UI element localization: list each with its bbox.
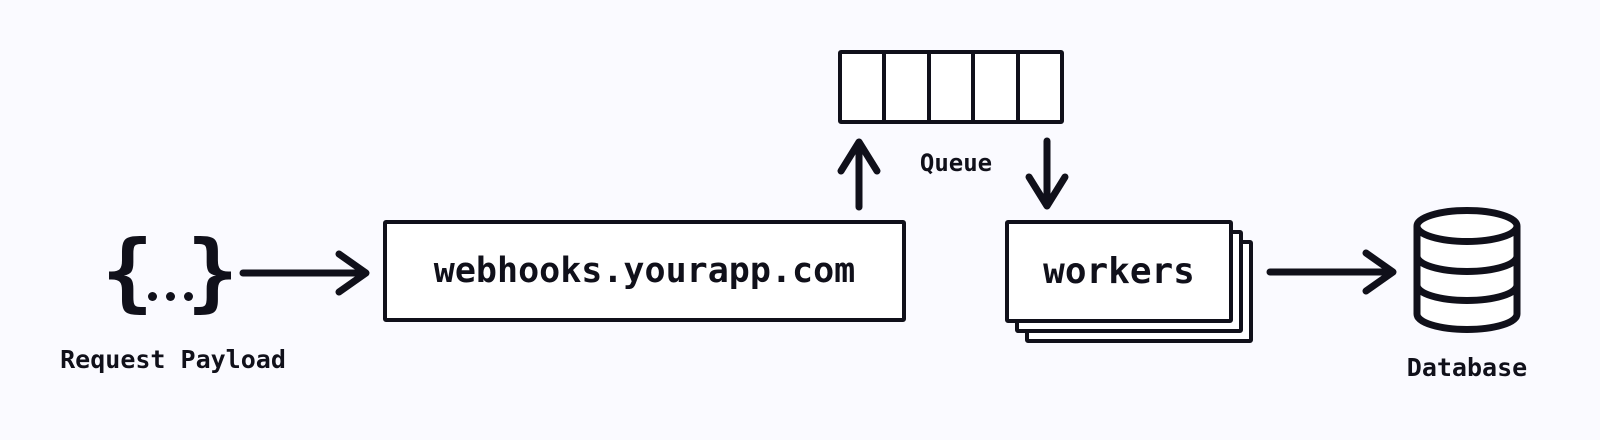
json-payload-icon: { } (102, 224, 239, 320)
brace-open-glyph: { (101, 222, 154, 322)
workers-node: workers (1005, 220, 1233, 323)
arrow-right-icon (239, 250, 370, 296)
ellipsis-dot (165, 292, 175, 301)
brace-close-glyph: } (186, 222, 239, 322)
queue-node (838, 50, 1064, 124)
arrow-down-icon (1025, 137, 1069, 210)
arrow-right-icon (1266, 249, 1397, 295)
ellipsis-dot (147, 292, 157, 301)
ellipsis-dots-icon (147, 292, 193, 320)
queue-cells (842, 54, 1060, 120)
queue-cell (975, 54, 1020, 120)
queue-cell (931, 54, 976, 120)
queue-cell (886, 54, 931, 120)
queue-cell (1020, 54, 1060, 120)
database-label: Database (1406, 353, 1528, 382)
webhook-server-label: webhooks.yourapp.com (433, 251, 856, 291)
workers-label: workers (1043, 251, 1195, 292)
webhook-server-node: webhooks.yourapp.com (383, 220, 906, 322)
database-icon (1413, 207, 1521, 333)
ellipsis-dot (183, 292, 193, 301)
queue-label: Queue (919, 149, 993, 177)
arrow-up-icon (837, 138, 881, 211)
workers-stack: workers (1005, 220, 1255, 345)
payload-label: Request Payload (60, 345, 286, 374)
queue-cell (842, 54, 887, 120)
